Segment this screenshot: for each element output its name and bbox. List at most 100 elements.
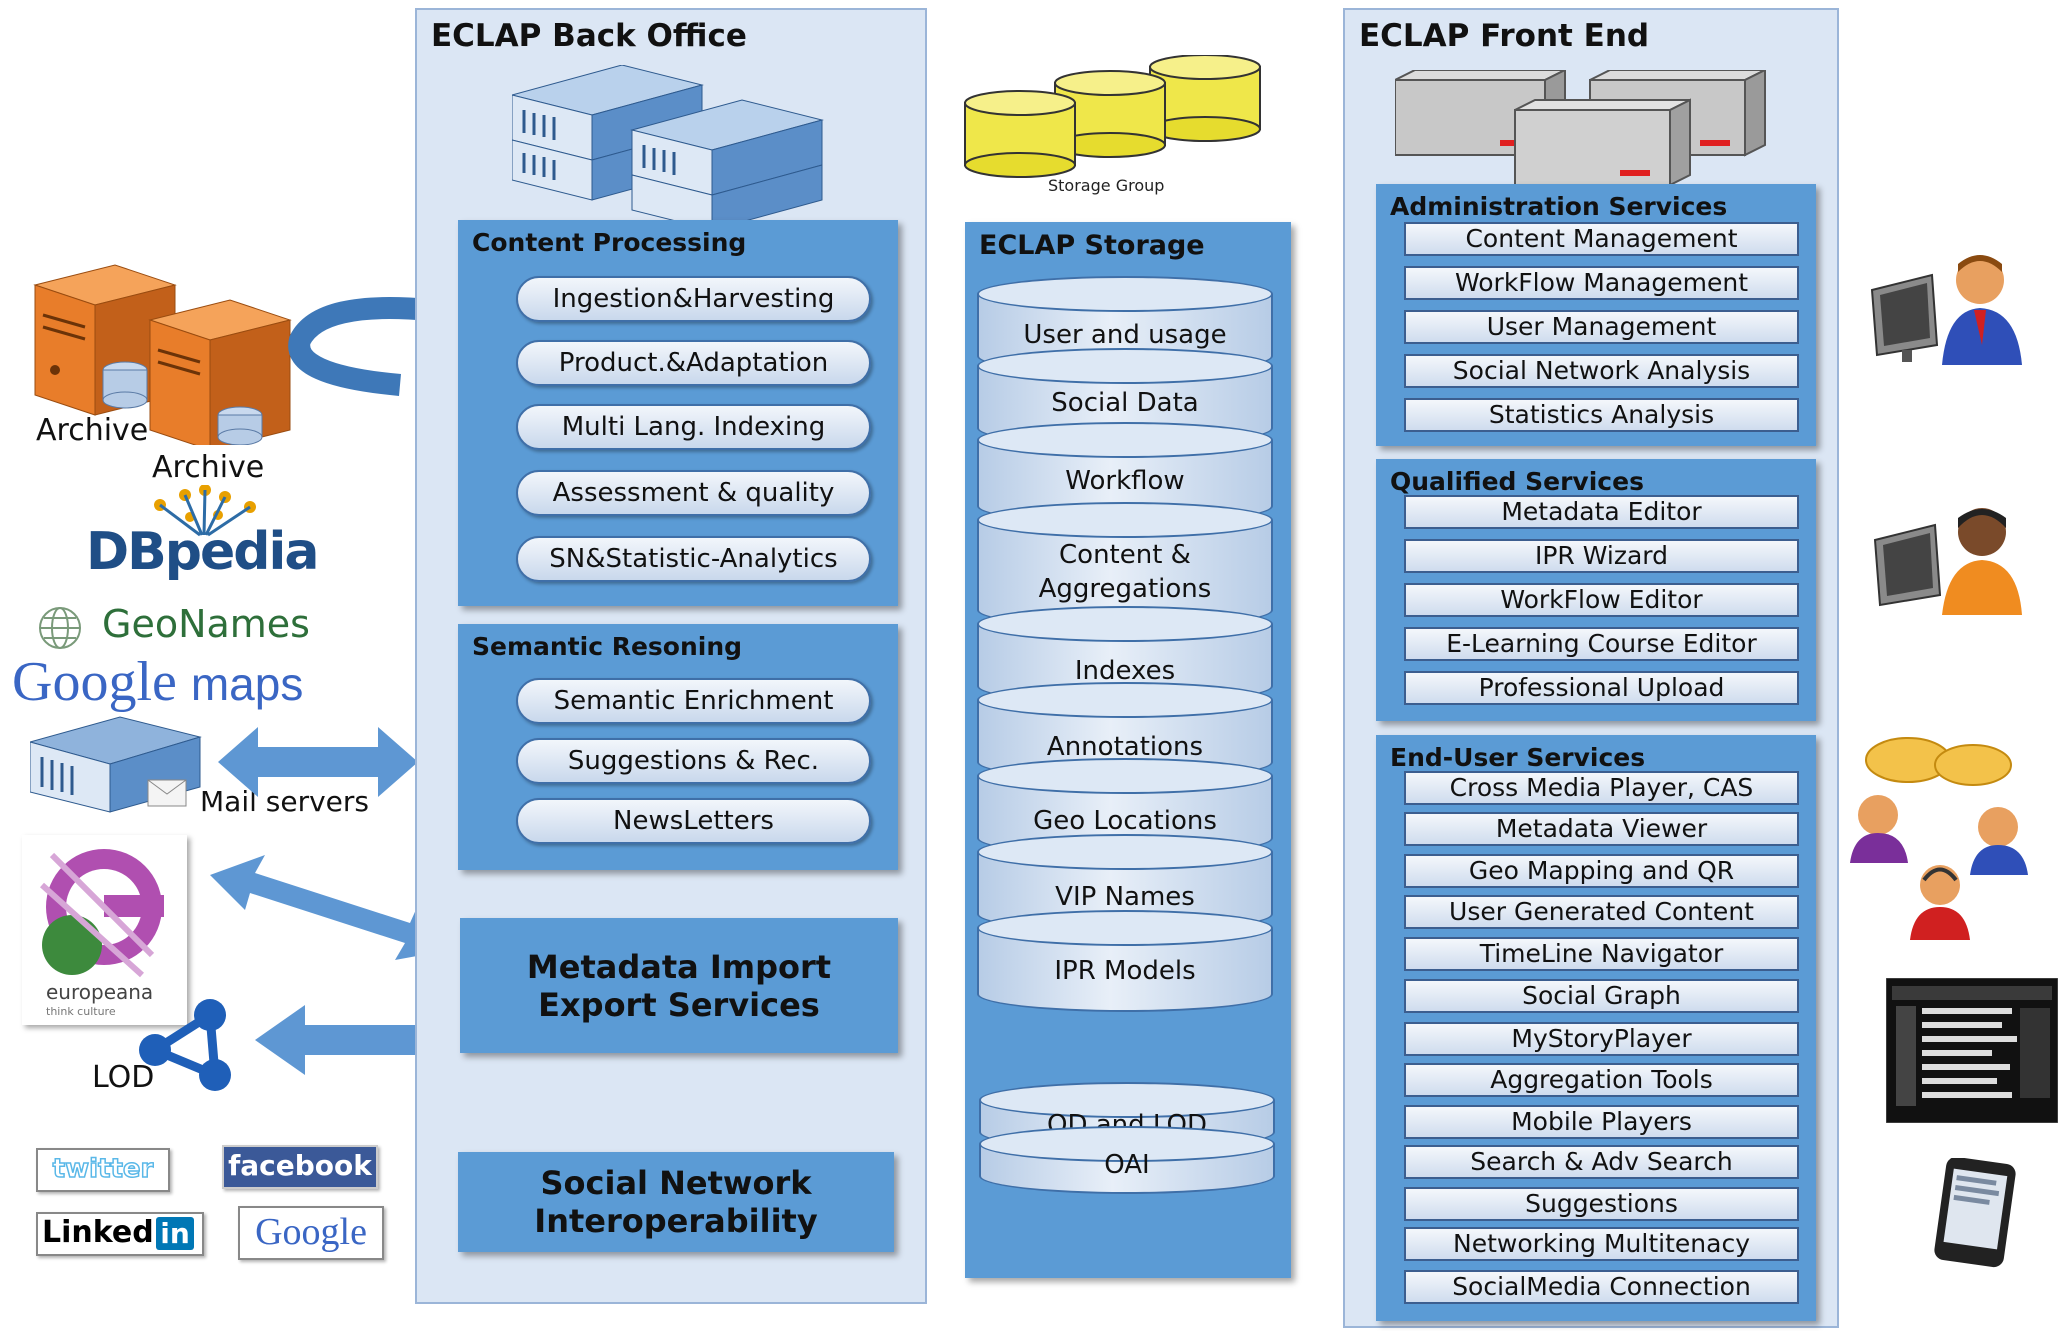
- svc-statistics-analysis: Statistics Analysis: [1404, 398, 1799, 432]
- svc-workflow-editor: WorkFlow Editor: [1404, 583, 1799, 617]
- disk-geo-locations: Geo Locations: [977, 758, 1273, 858]
- web-portal-screenshot-icon: [1886, 978, 2058, 1123]
- linkedin-text: Linked: [42, 1215, 154, 1250]
- disk-aggregations-label: Aggregations: [1038, 574, 1212, 604]
- svc-content-management: Content Management: [1404, 222, 1799, 256]
- svc-aggregation-tools: Aggregation Tools: [1404, 1063, 1799, 1097]
- metadata-line2: Export Services: [538, 985, 820, 1024]
- semantic-reasoning-group: Semantic Resoning Semantic Enrichment Su…: [458, 624, 898, 870]
- disk-content-label: Content &: [1059, 540, 1191, 570]
- end-user-services-group: End-User Services Cross Media Player, CA…: [1376, 735, 1816, 1321]
- disk-user-usage-label: User and usage: [1023, 320, 1227, 350]
- double-arrow-icon: [218, 727, 418, 797]
- svc-geo-mapping-qr: Geo Mapping and QR: [1404, 854, 1799, 888]
- svc-ipr-wizard: IPR Wizard: [1404, 539, 1799, 573]
- svc-user-generated-content: User Generated Content: [1404, 895, 1799, 929]
- pill-sn-statistic: SN&Statistic-Analytics: [516, 536, 871, 582]
- rack-servers-icon: [512, 65, 824, 231]
- europeana-arrow-icon: [210, 855, 450, 960]
- svc-social-graph: Social Graph: [1404, 979, 1799, 1013]
- svc-suggestions: Suggestions: [1404, 1187, 1799, 1221]
- europeana-text: europeana: [46, 980, 154, 1004]
- qualified-services-group: Qualified Services Metadata Editor IPR W…: [1376, 459, 1816, 721]
- linkedin-logo: Linked in: [36, 1212, 204, 1256]
- web-servers-icon: [1395, 70, 1766, 187]
- svc-user-management: User Management: [1404, 310, 1799, 344]
- google-word: Google: [12, 651, 177, 713]
- front-end-title: ECLAP Front End: [1359, 18, 1650, 54]
- administration-services-group: Administration Services Content Manageme…: [1376, 184, 1816, 446]
- svc-professional-upload: Professional Upload: [1404, 671, 1799, 705]
- lod-share-icon: [139, 999, 231, 1091]
- svc-mystoryplayer: MyStoryPlayer: [1404, 1022, 1799, 1056]
- geonames-logo: GeoNames: [102, 602, 310, 646]
- svc-workflow-management: WorkFlow Management: [1404, 266, 1799, 300]
- mail-servers-label: Mail servers: [200, 785, 369, 818]
- disk-geo-locations-label: Geo Locations: [1033, 806, 1217, 836]
- svc-networking-multitenacy: Networking Multitenacy: [1404, 1227, 1799, 1261]
- back-office-title: ECLAP Back Office: [431, 18, 747, 54]
- svc-mobile-players: Mobile Players: [1404, 1105, 1799, 1139]
- archive-server-icon: [33, 264, 292, 451]
- svc-metadata-editor: Metadata Editor: [1404, 495, 1799, 529]
- pill-suggestions-rec: Suggestions & Rec.: [516, 738, 871, 784]
- social-line2: Interoperability: [534, 1202, 818, 1240]
- disk-vip-names: VIP Names: [977, 834, 1273, 934]
- disk-oai-label: OAI: [1104, 1150, 1150, 1180]
- facebook-text: facebook: [228, 1149, 372, 1182]
- disk-ipr-models: IPR Models: [977, 910, 1273, 1014]
- pill-assessment-quality: Assessment & quality: [516, 470, 871, 516]
- social-network-interop-box: Social Network Interoperability: [458, 1152, 894, 1252]
- metadata-import-export-box: Metadata Import Export Services: [460, 918, 898, 1053]
- globe-icon: [39, 607, 81, 649]
- qualified-services-title: Qualified Services: [1390, 467, 1644, 496]
- dbpedia-logo-icon: [154, 485, 256, 537]
- administration-services-title: Administration Services: [1390, 192, 1728, 221]
- mobile-phone-icon: [1934, 1158, 2016, 1268]
- europeana-e-icon: [39, 849, 164, 978]
- admin-user-icon: [1870, 255, 2022, 365]
- pill-newsletters: NewsLetters: [516, 798, 871, 844]
- storage-group-label: Storage Group: [1048, 176, 1165, 195]
- social-line1: Social Network: [540, 1164, 812, 1202]
- svc-socialmedia-connection: SocialMedia Connection: [1404, 1270, 1799, 1304]
- linkedin-in: in: [156, 1217, 194, 1250]
- end-user-services-title: End-User Services: [1390, 743, 1646, 772]
- content-processing-title: Content Processing: [472, 228, 747, 257]
- google-maps-logo: Google maps: [12, 650, 303, 714]
- svc-social-network-analysis: Social Network Analysis: [1404, 354, 1799, 388]
- content-processing-group: Content Processing Ingestion&Harvesting …: [458, 220, 898, 606]
- semantic-reasoning-title: Semantic Resoning: [472, 632, 743, 661]
- facebook-logo: facebook: [222, 1145, 378, 1189]
- twitter-logo: twitter: [36, 1148, 170, 1192]
- disk-oai: OAI: [979, 1126, 1275, 1196]
- pill-multi-lang-indexing: Multi Lang. Indexing: [516, 404, 871, 450]
- qualified-user-icon: [1873, 508, 2022, 615]
- eclap-storage-panel: ECLAP Storage User and usage Social Data…: [965, 222, 1291, 1278]
- disk-workflow-label: Workflow: [1065, 466, 1185, 496]
- pill-ingestion: Ingestion&Harvesting: [516, 276, 871, 322]
- dbpedia-logo: DBpedia: [86, 522, 319, 582]
- svc-search-adv-search: Search & Adv Search: [1404, 1145, 1799, 1179]
- eclap-storage-title: ECLAP Storage: [979, 230, 1205, 261]
- pill-product-adaptation: Product.&Adaptation: [516, 340, 871, 386]
- svc-metadata-viewer: Metadata Viewer: [1404, 812, 1799, 846]
- metadata-line1: Metadata Import: [526, 947, 832, 986]
- mail-server-icon: [30, 716, 202, 813]
- end-users-group-icon: [1850, 737, 2028, 940]
- disk-ipr-models-label: IPR Models: [1054, 956, 1196, 986]
- svc-timeline-navigator: TimeLine Navigator: [1404, 937, 1799, 971]
- storage-disk-stack: User and usage Social Data Workflow Cont…: [965, 222, 1291, 1278]
- pill-semantic-enrichment: Semantic Enrichment: [516, 678, 871, 724]
- europeana-logo: europeana think culture: [22, 835, 187, 1025]
- svc-elearning-course-editor: E-Learning Course Editor: [1404, 627, 1799, 661]
- disk-vip-names-label: VIP Names: [1055, 882, 1195, 912]
- maps-word: maps: [190, 658, 304, 710]
- google-logo-small: Google: [238, 1206, 384, 1260]
- twitter-text: twitter: [52, 1153, 154, 1185]
- europeana-subtext: think culture: [46, 1005, 116, 1018]
- disk-annotations-label: Annotations: [1046, 732, 1204, 762]
- disk-indexes-label: Indexes: [1074, 656, 1176, 686]
- svc-cross-media-player: Cross Media Player, CAS: [1404, 771, 1799, 805]
- archive-label-2: Archive: [152, 450, 265, 485]
